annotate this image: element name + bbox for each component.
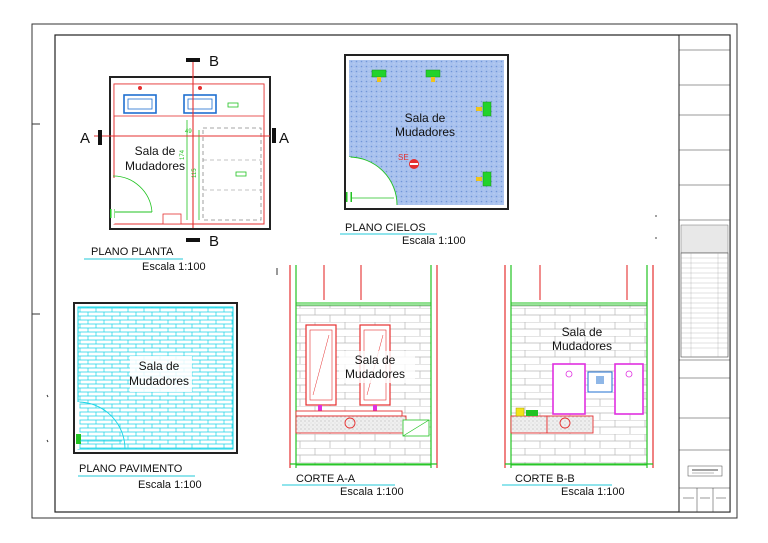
view-scale: Escala 1:100 — [138, 479, 202, 491]
locker-icon — [552, 363, 586, 415]
plano-cielos-view: SE Sala de Mudadores PLANO CIELOS Escala… — [340, 54, 657, 247]
locker-icon — [614, 363, 644, 415]
room-label: Mudadores — [345, 367, 405, 381]
sink-icon — [183, 94, 217, 114]
view-title: PLANO CIELOS — [345, 222, 426, 234]
light-fixture-icon — [482, 171, 492, 187]
title-block — [678, 34, 731, 513]
plano-planta-view: A A B B 49 174 115 Sala de Mudadores PLA… — [80, 53, 289, 273]
sheet-outer-border — [31, 23, 738, 519]
section-mark-b-bottom: B — [209, 233, 219, 250]
sink-icon — [123, 94, 157, 114]
light-fixture-icon — [425, 69, 441, 78]
corte-bb-view: Sala de Mudadores CORTE B-B Escala 1:100 — [502, 265, 654, 498]
view-title: CORTE A-A — [296, 473, 356, 485]
room-label: Sala de — [562, 325, 603, 339]
room-label: Sala de — [139, 359, 180, 373]
corte-aa-view: Sala de Mudadores CORTE A-A Escala 1:100 — [276, 265, 438, 498]
view-scale: Escala 1:100 — [402, 235, 466, 247]
room-label: Mudadores — [125, 159, 185, 173]
room-label: Mudadores — [129, 374, 189, 388]
dimension-label: 49 — [185, 129, 192, 135]
light-fixture-icon — [371, 69, 387, 78]
view-title: PLANO PLANTA — [91, 246, 174, 258]
view-title: PLANO PAVIMENTO — [79, 463, 183, 475]
room-label: Mudadores — [552, 339, 612, 353]
view-scale: Escala 1:100 — [142, 261, 206, 273]
room-label: Sala de — [135, 144, 176, 158]
room-label: Sala de — [405, 111, 446, 125]
section-mark-a-right: A — [279, 130, 289, 147]
fixture-tag: SE — [398, 153, 409, 162]
dimension-label: 174 — [180, 149, 186, 160]
plano-pavimento-view: Sala de Mudadores PLANO PAVIMENTO Escala… — [46, 302, 238, 491]
view-scale: Escala 1:100 — [561, 486, 625, 498]
room-label: Sala de — [355, 353, 396, 367]
light-fixture-icon — [482, 101, 492, 117]
section-mark-b-top: B — [209, 53, 219, 70]
room-label: Mudadores — [395, 125, 455, 139]
dimension-label: 115 — [192, 168, 198, 178]
view-scale: Escala 1:100 — [340, 486, 404, 498]
section-mark-a-left: A — [80, 130, 90, 147]
view-title: CORTE B-B — [515, 473, 575, 485]
